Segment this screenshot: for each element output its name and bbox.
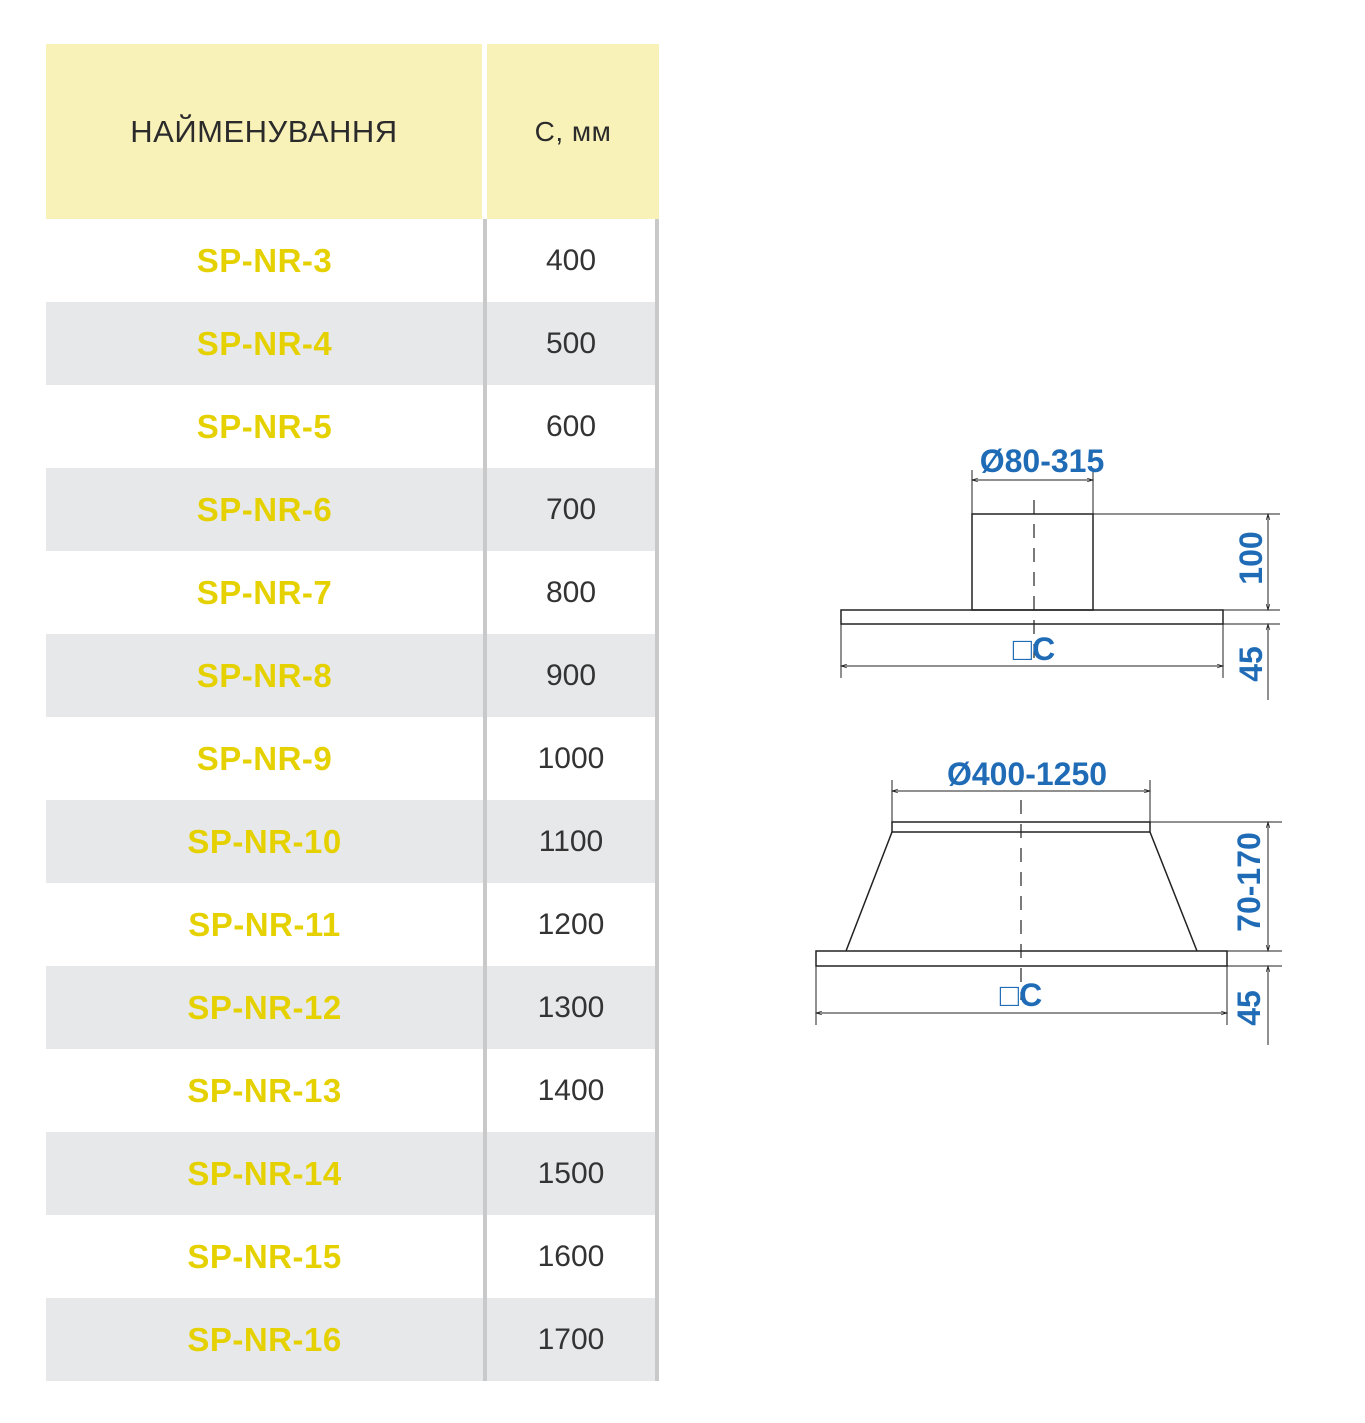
table-row: SP-NR-12 1300 <box>46 966 664 1049</box>
spec-table: НАЙМЕНУВАННЯ С, мм SP-NR-3 400 SP-NR-4 5… <box>46 44 664 1381</box>
table-row: SP-NR-16 1700 <box>46 1298 664 1381</box>
row-value: 1300 <box>487 966 659 1049</box>
row-name: SP-NR-3 <box>46 219 487 302</box>
row-name: SP-NR-13 <box>46 1049 487 1132</box>
top-base-height-label: 45 <box>1233 646 1269 682</box>
row-value: 800 <box>487 551 659 634</box>
table-row: SP-NR-8 900 <box>46 634 664 717</box>
row-value: 1400 <box>487 1049 659 1132</box>
row-value: 1100 <box>487 800 659 883</box>
table-row: SP-NR-11 1200 <box>46 883 664 966</box>
table-row: SP-NR-4 500 <box>46 302 664 385</box>
row-value: 900 <box>487 634 659 717</box>
row-name: SP-NR-8 <box>46 634 487 717</box>
table-row: SP-NR-14 1500 <box>46 1132 664 1215</box>
table-row: SP-NR-10 1100 <box>46 800 664 883</box>
bottom-base-height-label: 45 <box>1231 990 1267 1026</box>
row-value: 1000 <box>487 717 659 800</box>
base-plate <box>840 609 1224 625</box>
drawing-top <box>839 470 1280 700</box>
row-name: SP-NR-14 <box>46 1132 487 1215</box>
table-row: SP-NR-7 800 <box>46 551 664 634</box>
bottom-width-label: □C <box>1000 977 1042 1013</box>
row-value: 500 <box>487 302 659 385</box>
row-value: 1600 <box>487 1215 659 1298</box>
row-name: SP-NR-9 <box>46 717 487 800</box>
top-height-label: 100 <box>1233 531 1269 584</box>
bottom-height-label: 70-170 <box>1231 832 1267 932</box>
row-value: 1200 <box>487 883 659 966</box>
row-value: 1700 <box>487 1298 659 1381</box>
row-name: SP-NR-6 <box>46 468 487 551</box>
row-value: 600 <box>487 385 659 468</box>
top-diameter-label: Ø80-315 <box>980 443 1105 479</box>
technical-drawings: Ø80-315 □C 100 45 Ø400-1250 □C 70-170 45 <box>814 443 1282 1045</box>
row-name: SP-NR-5 <box>46 385 487 468</box>
row-name: SP-NR-12 <box>46 966 487 1049</box>
table-row: SP-NR-5 600 <box>46 385 664 468</box>
table-row: SP-NR-6 700 <box>46 468 664 551</box>
row-name: SP-NR-4 <box>46 302 487 385</box>
row-name: SP-NR-16 <box>46 1298 487 1381</box>
pipe-outline <box>971 513 1094 611</box>
bottom-diameter-label: Ø400-1250 <box>947 756 1107 792</box>
table-row: SP-NR-3 400 <box>46 219 664 302</box>
table-row: SP-NR-13 1400 <box>46 1049 664 1132</box>
table-header: НАЙМЕНУВАННЯ С, мм <box>46 44 664 219</box>
row-name: SP-NR-10 <box>46 800 487 883</box>
row-name: SP-NR-11 <box>46 883 487 966</box>
top-width-label: □C <box>1013 631 1055 667</box>
table-row: SP-NR-9 1000 <box>46 717 664 800</box>
row-value: 1500 <box>487 1132 659 1215</box>
header-value: С, мм <box>487 44 659 219</box>
table-row: SP-NR-15 1600 <box>46 1215 664 1298</box>
row-name: SP-NR-15 <box>46 1215 487 1298</box>
row-name: SP-NR-7 <box>46 551 487 634</box>
header-name: НАЙМЕНУВАННЯ <box>46 44 482 219</box>
cone-outline <box>845 831 1198 952</box>
drawing-bottom <box>814 780 1282 1045</box>
row-value: 400 <box>487 219 659 302</box>
row-value: 700 <box>487 468 659 551</box>
